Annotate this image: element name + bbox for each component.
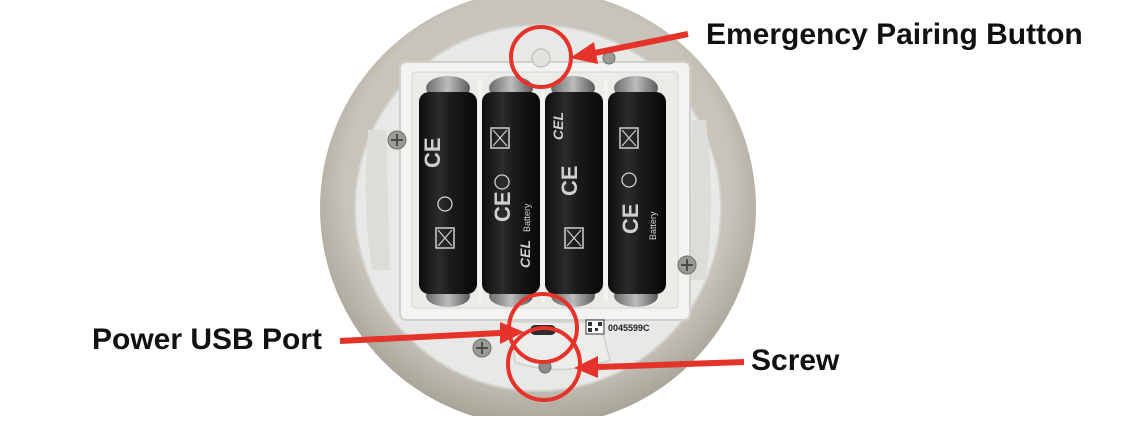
callout-circle-pairing xyxy=(509,25,573,89)
svg-text:CE: CE xyxy=(420,137,445,168)
label-screw: Screw xyxy=(751,344,840,377)
battery: CE Battery xyxy=(608,92,666,294)
housing-side-recess xyxy=(690,120,711,280)
svg-text:CE: CE xyxy=(618,203,643,234)
pairing-button xyxy=(531,48,551,68)
arrow-screw xyxy=(574,356,745,378)
battery: CE CEL Battery xyxy=(482,92,540,294)
svg-text:Battery: Battery xyxy=(648,211,658,240)
svg-text:CE: CE xyxy=(490,191,515,222)
tray-divider xyxy=(541,80,545,302)
battery: CEL CE xyxy=(545,92,603,294)
battery: CE xyxy=(419,92,477,294)
tray-divider xyxy=(478,80,482,302)
screw-icon xyxy=(387,130,407,150)
callout-circle-screw xyxy=(506,326,582,402)
svg-text:CEL: CEL xyxy=(550,112,566,140)
arrow-usb xyxy=(339,322,524,344)
label-emergency-pairing-button: Emergency Pairing Button xyxy=(706,18,1083,51)
svg-text:CEL: CEL xyxy=(517,240,533,268)
screw-icon xyxy=(472,338,492,358)
arrow-pairing xyxy=(570,31,689,64)
svg-text:Battery: Battery xyxy=(522,203,532,232)
svg-text:CE: CE xyxy=(557,165,582,196)
tray-divider xyxy=(604,80,608,302)
label-power-usb-port: Power USB Port xyxy=(92,323,323,356)
screw-icon xyxy=(677,255,697,275)
serial-number: 0045599C xyxy=(608,323,650,333)
housing-side-recess xyxy=(365,130,390,270)
